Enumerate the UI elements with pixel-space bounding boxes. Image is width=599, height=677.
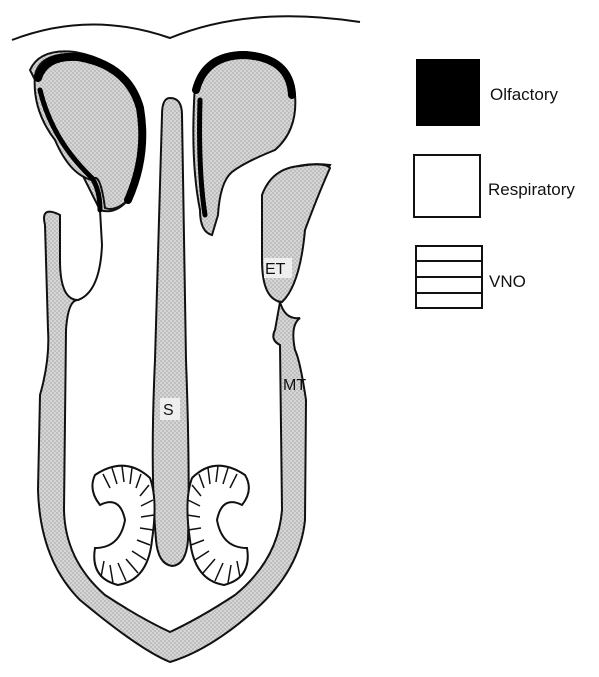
ethmoturbinate-label: ET <box>265 261 286 278</box>
vno-left <box>92 466 154 585</box>
maxilloturbinate-label: MT <box>283 377 306 394</box>
skin-contour <box>12 16 360 40</box>
septum-label: S <box>163 402 174 419</box>
legend-label-respiratory: Respiratory <box>488 180 575 199</box>
septum <box>153 98 189 566</box>
ethmoturbinate <box>262 164 330 302</box>
legend-swatch-respiratory <box>414 155 480 217</box>
legend-label-vno: VNO <box>489 272 526 291</box>
legend: Olfactory Respiratory VNO <box>414 60 575 308</box>
legend-swatch-vno <box>416 246 482 308</box>
legend-swatch-olfactory <box>417 60 479 125</box>
vno-right <box>187 466 249 585</box>
legend-label-olfactory: Olfactory <box>490 85 559 104</box>
